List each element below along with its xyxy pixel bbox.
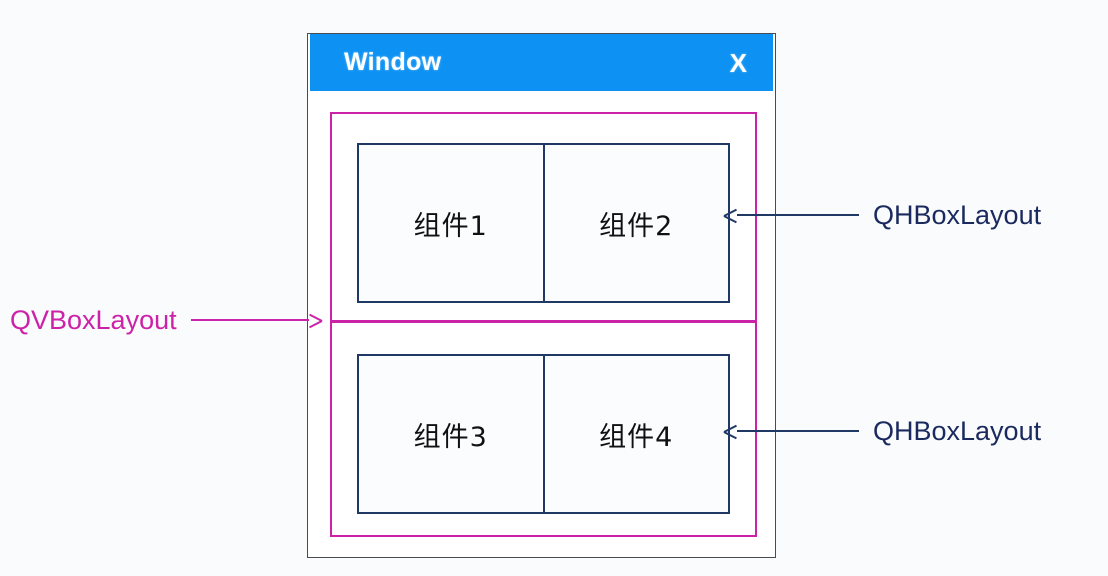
close-icon[interactable]: X (729, 47, 747, 78)
window-title-bar: Window X (310, 34, 773, 91)
qvboxlayout-container (330, 112, 757, 537)
leader-line (737, 214, 859, 216)
widget-box-2[interactable]: 组件2 (543, 143, 730, 303)
annotation-qvboxlayout: QVBoxLayout (10, 303, 322, 337)
leader-line (737, 430, 859, 432)
window-title: Window (344, 48, 442, 76)
widget-box-1[interactable]: 组件1 (357, 143, 544, 303)
qhboxlayout-row-top: 组件1 组件2 (357, 143, 730, 303)
annotation-label-qvboxlayout: QVBoxLayout (10, 304, 177, 335)
leader-line (190, 318, 309, 322)
arrow-left-icon (724, 424, 738, 438)
annotation-qhboxlayout-bottom: QHBoxLayout (724, 415, 1041, 447)
widget-box-4[interactable]: 组件4 (543, 354, 730, 514)
widget-box-3[interactable]: 组件3 (357, 354, 544, 514)
arrow-right-icon (308, 313, 322, 327)
annotation-label-qhboxlayout-bottom: QHBoxLayout (873, 415, 1042, 446)
qhboxlayout-row-bottom: 组件3 组件4 (357, 354, 730, 514)
annotation-label-qhboxlayout-top: QHBoxLayout (873, 199, 1042, 230)
arrow-left-icon (724, 208, 738, 222)
annotation-qhboxlayout-top: QHBoxLayout (724, 199, 1041, 231)
qvboxlayout-row-divider (330, 320, 757, 323)
